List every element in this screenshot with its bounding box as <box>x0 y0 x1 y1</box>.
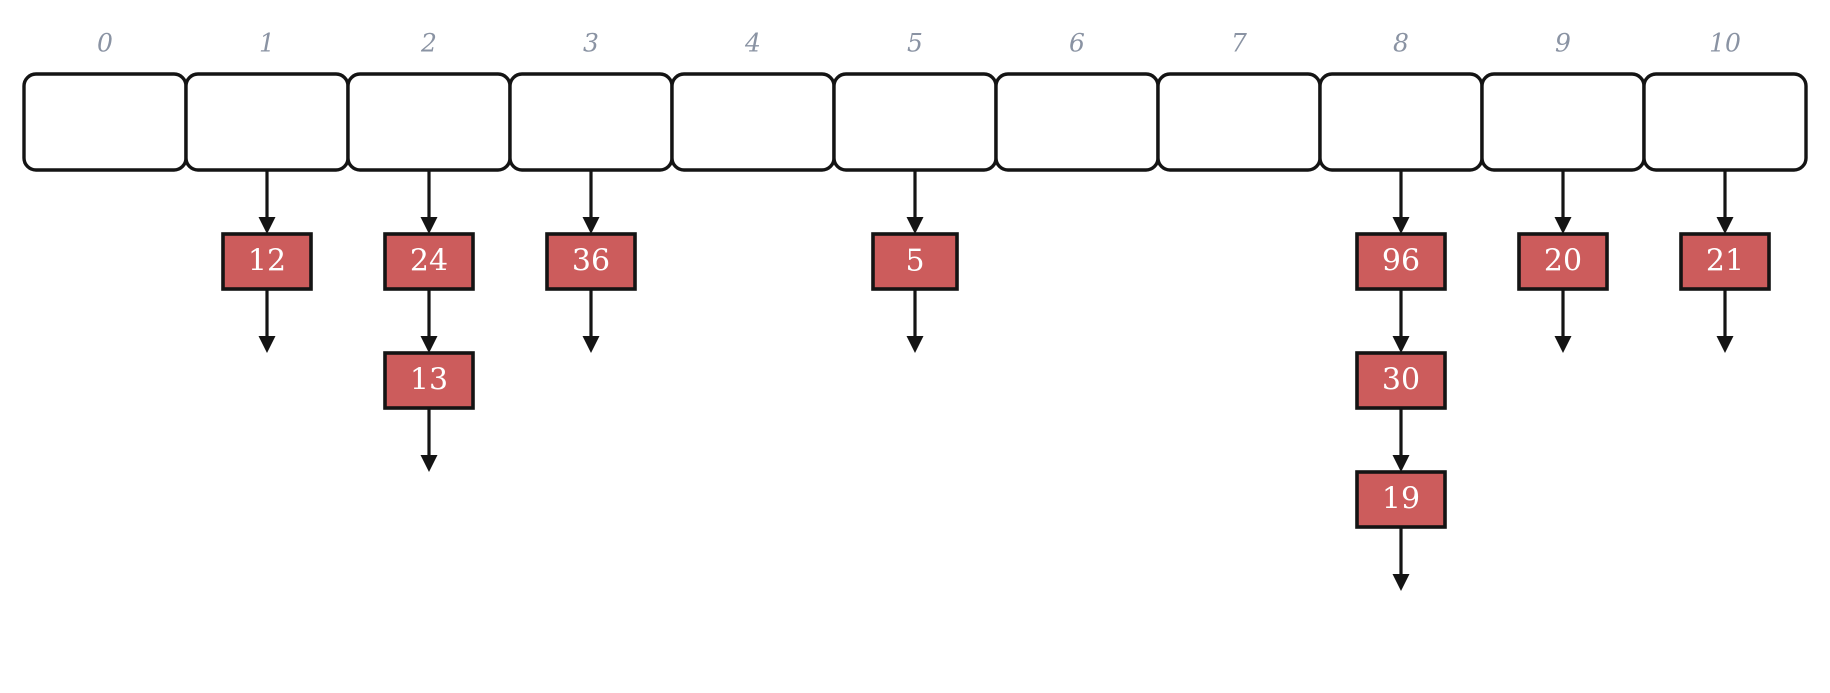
chain-node-label-9-0: 20 <box>1544 244 1582 279</box>
chain-5-null-arrow-head <box>906 336 924 353</box>
chain-bucket-2: 24 13 <box>383 170 475 472</box>
chain-node-label-8-0: 96 <box>1382 244 1420 279</box>
chain-9-null-arrow-head <box>1554 336 1572 353</box>
bucket-cell-7[interactable] <box>1156 72 1322 172</box>
chain-1-null-arrow-head <box>258 336 276 353</box>
bucket-cell-4[interactable] <box>670 72 836 172</box>
bucket-index-label-7: 7 <box>1231 29 1247 58</box>
chain-bucket-5: 5 <box>871 170 959 353</box>
bucket-index-label-4: 4 <box>744 29 761 58</box>
chain-node-label-8-2: 19 <box>1382 482 1420 517</box>
chain-1-arrow-0-head <box>258 217 276 234</box>
chain-node-label-3-0: 36 <box>572 244 610 279</box>
bucket-cell-3[interactable] <box>508 72 674 172</box>
bucket-cell-5[interactable] <box>832 72 998 172</box>
chain-10-null-arrow-head <box>1716 336 1734 353</box>
bucket-cell-2[interactable] <box>346 72 512 172</box>
bucket-cell-9[interactable] <box>1480 72 1646 172</box>
chain-2-arrow-0-head <box>420 217 438 234</box>
chain-8-arrow-2-head <box>1392 455 1410 472</box>
bucket-index-label-9: 9 <box>1555 29 1571 58</box>
bucket-index-label-1: 1 <box>259 29 275 58</box>
bucket-index-label-6: 6 <box>1069 29 1085 58</box>
chain-2-null-arrow-head <box>420 455 438 472</box>
bucket-index-label-10: 10 <box>1709 29 1741 58</box>
chain-bucket-9: 20 <box>1517 170 1609 353</box>
chain-8-null-arrow-head <box>1392 574 1410 591</box>
bucket-index-label-0: 0 <box>97 29 113 58</box>
chain-10-arrow-0-head <box>1716 217 1734 234</box>
bucket-index-label-8: 8 <box>1393 29 1409 58</box>
chain-8-arrow-0-head <box>1392 217 1410 234</box>
chain-node-2-0[interactable] <box>383 232 475 291</box>
bucket-index-label-2: 2 <box>420 29 437 58</box>
bucket-row: 0 1 2 3 4 5 6 7 8 9 10 <box>22 29 1808 172</box>
bucket-cell-6[interactable] <box>994 72 1160 172</box>
chain-node-8-0[interactable] <box>1355 232 1447 291</box>
chain-node-label-5-0: 5 <box>905 244 924 279</box>
chain-bucket-8: 96 30 19 <box>1355 170 1447 591</box>
chain-3-arrow-0-head <box>582 217 600 234</box>
chain-2-arrow-1-head <box>420 336 438 353</box>
chain-node-label-2-1: 13 <box>410 363 448 398</box>
chain-5-arrow-0-head <box>906 217 924 234</box>
chain-8-arrow-1-head <box>1392 336 1410 353</box>
chain-node-label-1-0: 12 <box>248 244 286 279</box>
bucket-cell-10[interactable] <box>1642 72 1808 172</box>
chain-node-9-0[interactable] <box>1517 232 1609 291</box>
chain-9-arrow-0-head <box>1554 217 1572 234</box>
chain-node-label-2-0: 24 <box>410 244 448 279</box>
chain-bucket-1: 12 <box>221 170 313 353</box>
bucket-cell-1[interactable] <box>184 72 350 172</box>
chain-node-label-10-0: 21 <box>1706 244 1744 279</box>
chain-node-label-8-1: 30 <box>1382 363 1420 398</box>
chain-bucket-10: 21 <box>1679 170 1771 353</box>
bucket-cell-8[interactable] <box>1318 72 1484 172</box>
bucket-index-label-3: 3 <box>583 29 599 58</box>
chain-node-2-1[interactable] <box>383 351 475 410</box>
chain-bucket-3: 36 <box>545 170 637 353</box>
bucket-index-label-5: 5 <box>907 29 923 58</box>
chain-3-null-arrow-head <box>582 336 600 353</box>
bucket-cell-0[interactable] <box>22 72 188 172</box>
